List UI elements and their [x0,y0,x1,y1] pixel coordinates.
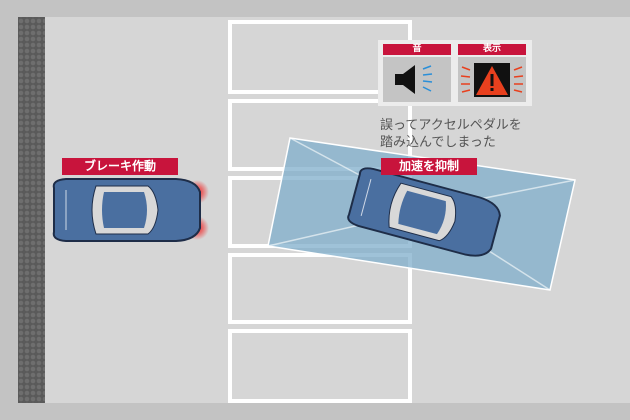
warning-text: 誤ってアクセルペダルを 踏み込んでしまった [380,117,550,151]
warning-triangle-icon [458,57,526,102]
speaker-icon [383,57,451,102]
wall [18,17,45,403]
alert-panel: 音 表示 [378,40,532,106]
warning-line-2: 踏み込んでしまった [380,135,496,150]
brake-label: ブレーキ作動 [62,158,178,175]
braking-car [52,178,201,242]
warning-line-1: 誤ってアクセルペダルを [380,118,522,133]
display-tag: 表示 [458,44,526,55]
suppress-acceleration-label: 加速を抑制 [381,158,477,175]
sound-tag: 音 [383,44,451,55]
